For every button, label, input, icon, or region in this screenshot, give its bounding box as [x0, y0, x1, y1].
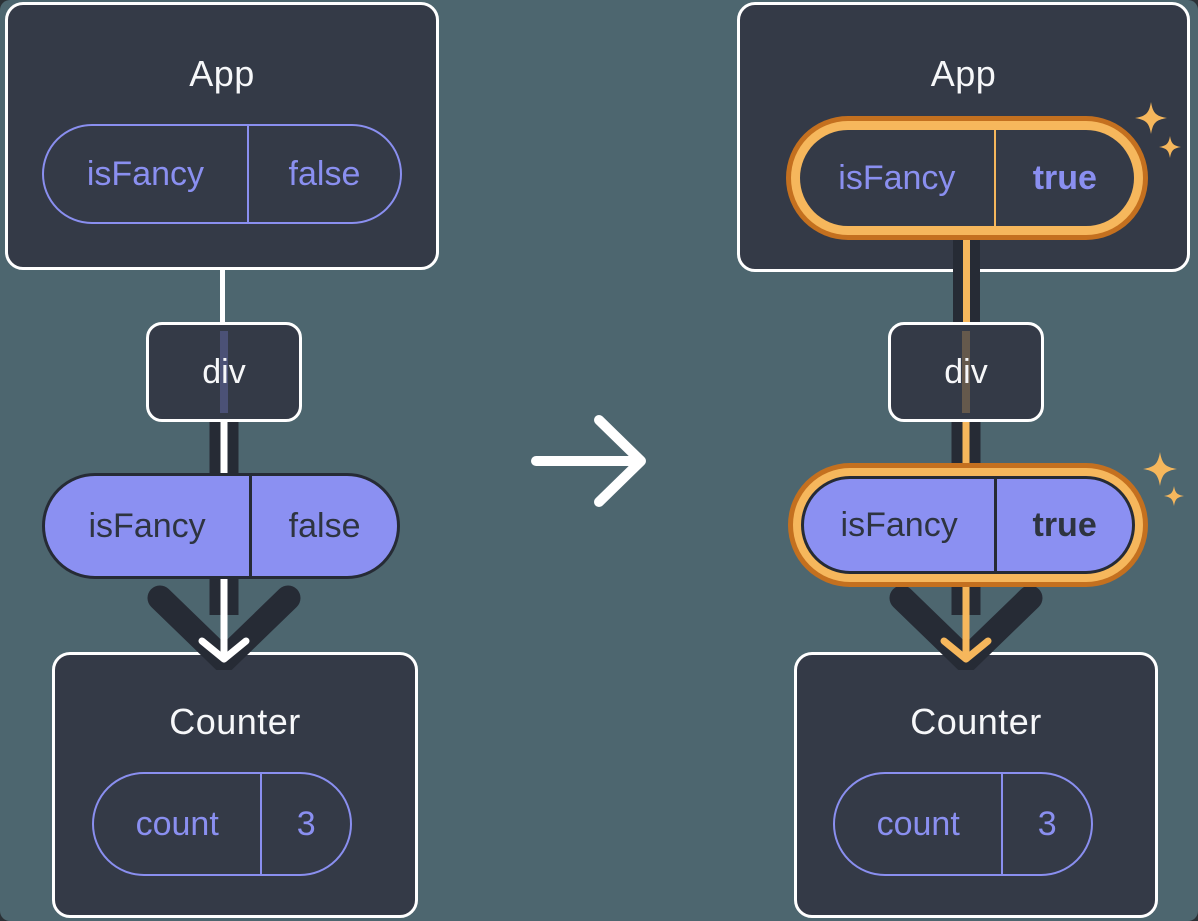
app-title-after: App [930, 53, 997, 94]
prop-name: isFancy [800, 130, 996, 226]
counter-title-after: Counter [910, 701, 1042, 742]
app-prop-pill-before: isFancy false [42, 124, 402, 224]
prop-name: isFancy [45, 476, 253, 576]
prop-name: isFancy [804, 479, 998, 571]
div-node-before: div [146, 322, 302, 422]
app-to-div-edge-before [220, 268, 225, 324]
right-arrow-icon [531, 415, 646, 507]
state-value: 3 [296, 804, 316, 843]
app-title-before: App [189, 53, 255, 94]
div-label: div [944, 352, 988, 391]
state-name: count [94, 774, 263, 874]
state-name: count [835, 774, 1004, 874]
sparkle-icon [1135, 102, 1181, 158]
state-value: 3 [1037, 804, 1057, 843]
sparkle-icon [1143, 452, 1184, 506]
counter-state-pill-before: count 3 [92, 772, 352, 876]
prop-value: true [1032, 158, 1097, 197]
pass-through-strip [220, 331, 228, 413]
passed-prop-pill-before: isFancy false [42, 473, 400, 579]
counter-state-pill-after: count 3 [833, 772, 1093, 876]
prop-name: isFancy [44, 126, 249, 222]
div-label: div [202, 352, 246, 391]
counter-title-before: Counter [169, 701, 301, 742]
div-node-after: div [888, 322, 1044, 422]
app-prop-pill-after: isFancy true [800, 130, 1134, 226]
prop-value: false [288, 154, 361, 193]
prop-value: true [1032, 505, 1097, 544]
pass-through-strip [962, 331, 970, 413]
app-to-div-edge-after [953, 232, 980, 324]
passed-prop-pill-after: isFancy true [801, 476, 1135, 574]
prop-value: false [288, 506, 361, 545]
